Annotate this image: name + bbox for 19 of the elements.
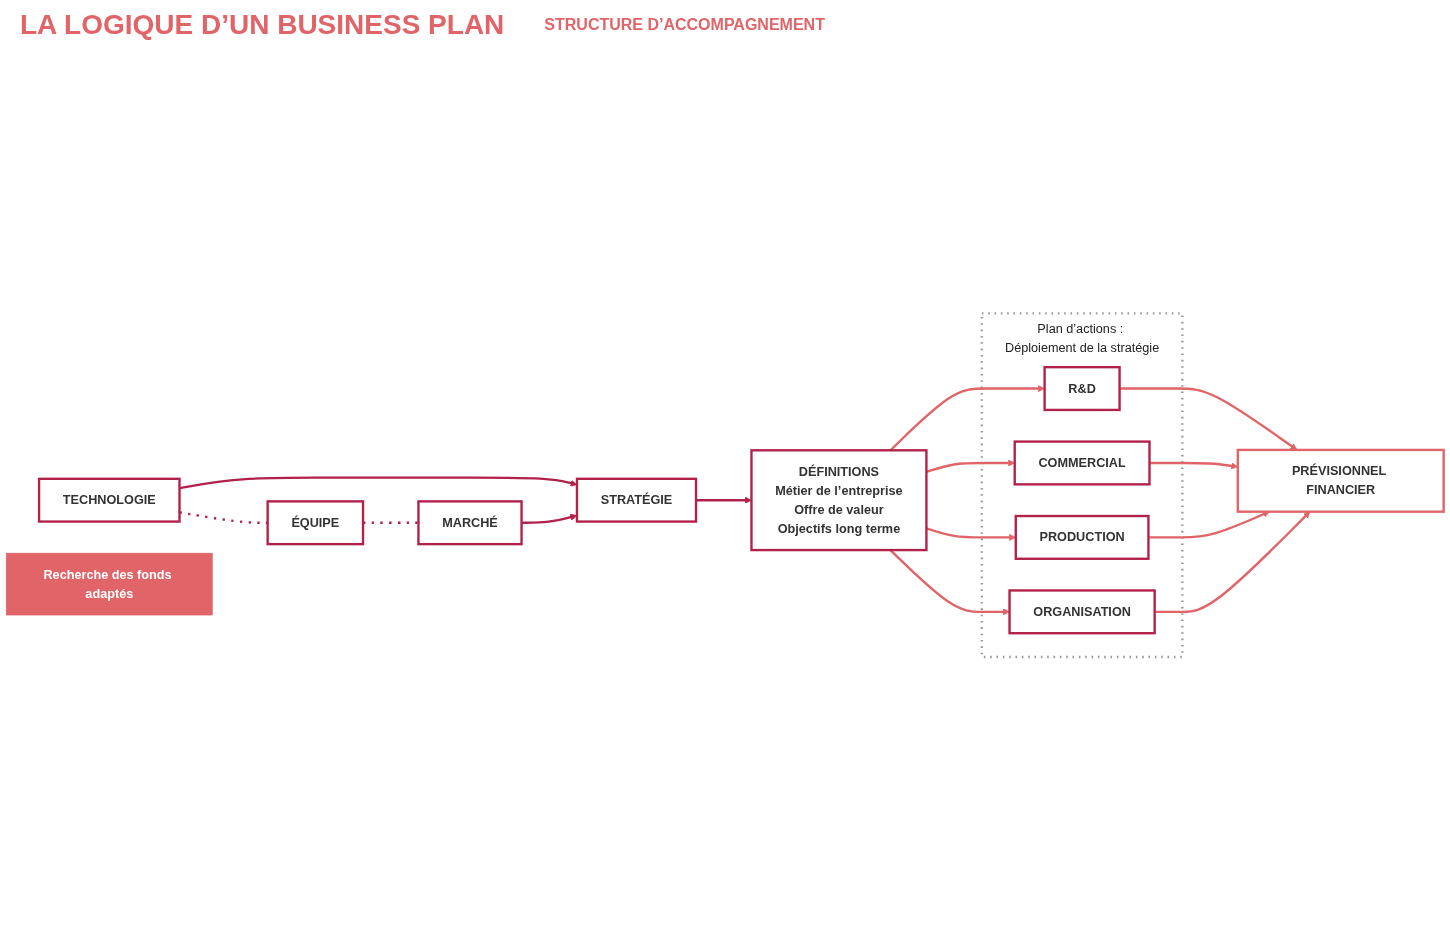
node-box: DÉFINITIONS Métier de l’entreprise Offre de valeur Objectifs long terme	[750, 448, 928, 552]
node-box: R&D	[1043, 365, 1121, 411]
node-box: TECHNOLOGIE	[37, 477, 181, 523]
node-box: ÉQUIPE	[266, 500, 365, 546]
node-box: MARCHÉ	[417, 500, 523, 546]
title: LA LOGIQUE D’UN BUSINESS PLAN	[20, 9, 505, 41]
node-box: STRATÉGIE	[575, 477, 698, 523]
arrow	[889, 384, 1045, 451]
arrow	[1154, 511, 1311, 613]
node-box: Recherche des fonds adaptés	[5, 552, 213, 616]
node-box: PRODUCTION	[1014, 514, 1150, 560]
node-box: COMMERCIAL	[1013, 440, 1151, 486]
connector	[363, 521, 419, 524]
arrow	[889, 549, 1010, 616]
node-box: ORGANISATION	[1008, 589, 1156, 635]
arrow	[926, 459, 1015, 473]
arrow	[696, 496, 752, 504]
node-box: PRÉVISIONNEL FINANCIER	[1236, 448, 1445, 513]
cycle-label: STRUCTURE D’ACCOMPAGNEMENT	[544, 16, 825, 33]
